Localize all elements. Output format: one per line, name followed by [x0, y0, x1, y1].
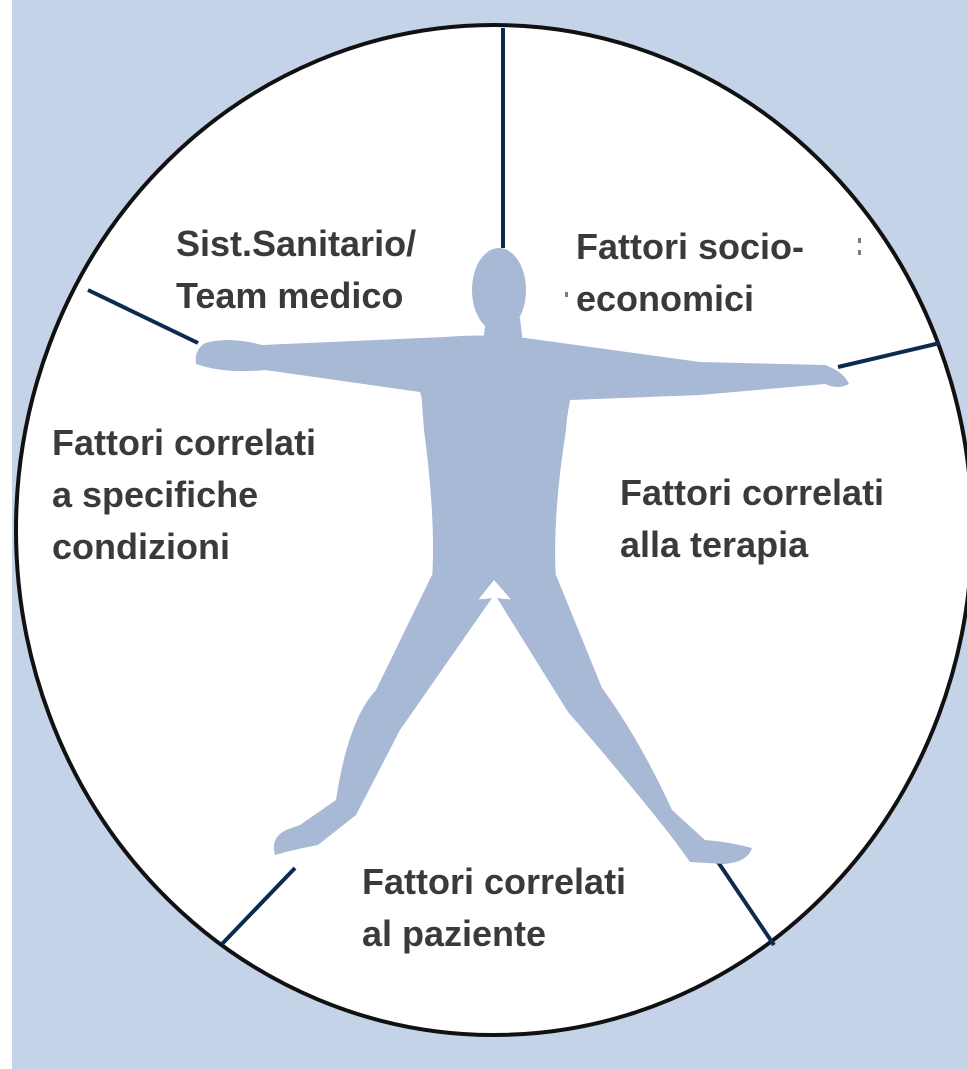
- small-mark: [858, 238, 861, 243]
- small-mark: [858, 250, 861, 255]
- label-line: alla terapia: [620, 519, 884, 571]
- segment-label-patient: Fattori correlati al paziente: [362, 856, 626, 960]
- label-line: condizioni: [52, 521, 316, 573]
- segment-label-health-system: Sist.Sanitario/ Team medico: [176, 218, 416, 322]
- small-mark: [565, 292, 568, 297]
- segment-label-socioeconomic: Fattori socio- economici: [576, 221, 804, 325]
- label-line: Fattori correlati: [362, 856, 626, 908]
- label-line: Team medico: [176, 270, 416, 322]
- segment-label-condition: Fattori correlati a specifiche condizion…: [52, 417, 316, 573]
- label-line: Fattori correlati: [52, 417, 316, 469]
- label-line: a specifiche: [52, 469, 316, 521]
- label-line: al paziente: [362, 908, 626, 960]
- label-line: Fattori socio-: [576, 221, 804, 273]
- label-line: Sist.Sanitario/: [176, 218, 416, 270]
- label-line: economici: [576, 273, 804, 325]
- label-line: Fattori correlati: [620, 467, 884, 519]
- segment-label-therapy: Fattori correlati alla terapia: [620, 467, 884, 571]
